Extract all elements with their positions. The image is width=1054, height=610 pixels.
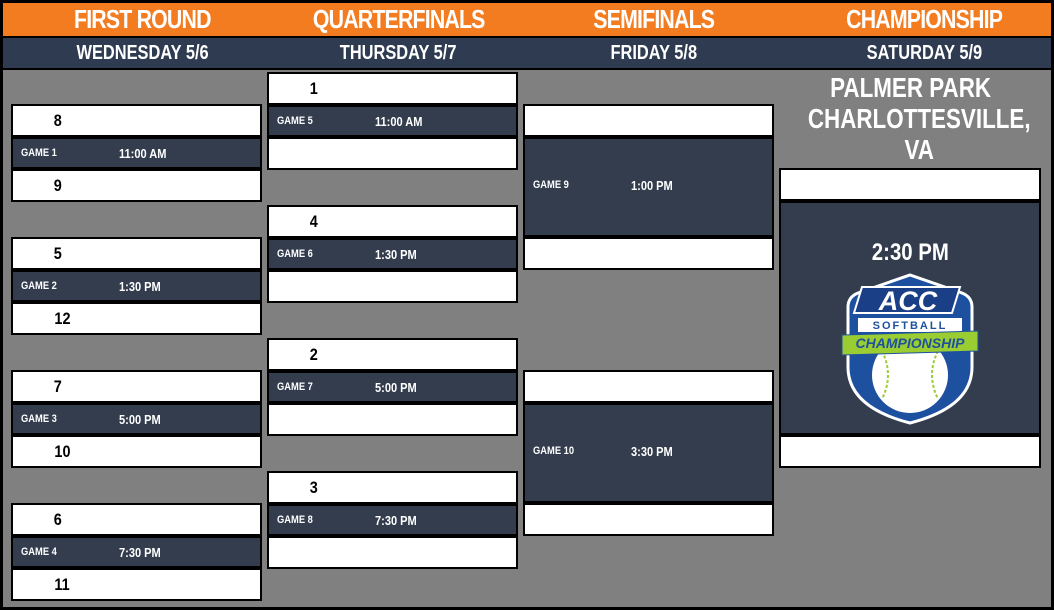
team-slot: 5 <box>11 237 262 270</box>
date-header-semifinals: FRIDAY 5/8 <box>512 36 795 70</box>
team-slot: 7 <box>11 370 262 403</box>
team-slot <box>779 435 1041 468</box>
round-header-first-round: FIRST ROUND <box>0 0 285 36</box>
game-label: GAME 1 <box>21 147 57 159</box>
team-slot <box>523 370 774 403</box>
team-slot: 11 <box>11 568 262 601</box>
team-slot <box>267 137 518 170</box>
game-bar: GAME 10 3:30 PM <box>523 403 774 503</box>
venue-label: PALMER PARK CHARLOTTESVILLE, VA <box>807 72 1031 165</box>
team-slot: 12 <box>11 302 262 335</box>
game-label: GAME 6 <box>277 248 313 260</box>
game-label: GAME 7 <box>277 381 313 393</box>
game-time: 2:30 PM <box>871 239 949 266</box>
team-slot <box>779 168 1041 201</box>
seed-number: 5 <box>53 244 62 263</box>
game-label: GAME 9 <box>533 179 569 191</box>
seed-number: 2 <box>309 345 318 364</box>
team-slot: 1 <box>267 72 518 105</box>
game-bar: GAME 4 7:30 PM <box>11 536 262 568</box>
game-bar: GAME 2 1:30 PM <box>11 270 262 302</box>
logo-softball-text: SOFTBALL <box>873 320 948 332</box>
team-slot <box>267 536 518 569</box>
seed-number: 8 <box>53 111 62 130</box>
team-slot: 4 <box>267 205 518 238</box>
game-label: GAME 10 <box>533 445 575 457</box>
team-slot: 6 <box>11 503 262 536</box>
game-bar: GAME 8 7:30 PM <box>267 504 518 536</box>
round-header-semifinals: SEMIFINALS <box>512 0 795 36</box>
team-slot: 9 <box>11 169 262 202</box>
date-header-quarterfinals: THURSDAY 5/7 <box>285 36 512 70</box>
seed-number: 11 <box>54 575 70 594</box>
seed-number: 3 <box>309 478 318 497</box>
team-slot: 10 <box>11 435 262 468</box>
championship-game-box: 2:30 PM ACC SOFTBALL CHAMPIONSHIP <box>779 201 1041 435</box>
game-bar: GAME 7 5:00 PM <box>267 371 518 403</box>
seed-number: 10 <box>54 442 71 461</box>
round-header-championship: CHAMPIONSHIP <box>795 0 1054 36</box>
game-time: 7:30 PM <box>375 513 417 528</box>
date-header-championship: SATURDAY 5/9 <box>795 36 1054 70</box>
seed-number: 9 <box>53 176 62 195</box>
game-time: 11:00 AM <box>375 114 423 129</box>
team-slot <box>523 237 774 270</box>
game-bar: GAME 3 5:00 PM <box>11 403 262 435</box>
team-slot <box>523 104 774 137</box>
round-header-quarterfinals: QUARTERFINALS <box>285 0 512 36</box>
game-time: 1:30 PM <box>375 247 417 262</box>
seed-number: 7 <box>53 377 62 396</box>
seed-number: 6 <box>53 510 62 529</box>
game-label: GAME 8 <box>277 514 313 526</box>
team-slot <box>267 270 518 303</box>
game-time: 1:00 PM <box>631 178 673 193</box>
game-time: 1:30 PM <box>119 279 161 294</box>
game-label: GAME 4 <box>21 546 57 558</box>
game-label: GAME 5 <box>277 115 313 127</box>
team-slot <box>523 503 774 536</box>
game-time: 11:00 AM <box>119 146 167 161</box>
game-label: GAME 2 <box>21 280 57 292</box>
team-slot: 2 <box>267 338 518 371</box>
logo-acc-text: ACC <box>878 286 938 316</box>
team-slot: 3 <box>267 471 518 504</box>
date-header-first-round: WEDNESDAY 5/6 <box>0 36 285 70</box>
game-bar: GAME 1 11:00 AM <box>11 137 262 169</box>
game-time: 7:30 PM <box>119 545 161 560</box>
team-slot <box>267 403 518 436</box>
seed-number: 1 <box>309 79 318 98</box>
game-time: 5:00 PM <box>375 380 417 395</box>
game-time: 5:00 PM <box>119 412 161 427</box>
game-bar: GAME 6 1:30 PM <box>267 238 518 270</box>
seed-number: 4 <box>309 212 318 231</box>
game-label: GAME 3 <box>21 413 57 425</box>
team-slot: 8 <box>11 104 262 137</box>
game-bar: GAME 9 1:00 PM <box>523 137 774 237</box>
logo-championship-text: CHAMPIONSHIP <box>856 335 966 351</box>
game-bar: GAME 5 11:00 AM <box>267 105 518 137</box>
game-time: 3:30 PM <box>631 444 673 459</box>
acc-softball-logo: ACC SOFTBALL CHAMPIONSHIP <box>841 273 979 425</box>
seed-number: 12 <box>54 309 71 328</box>
